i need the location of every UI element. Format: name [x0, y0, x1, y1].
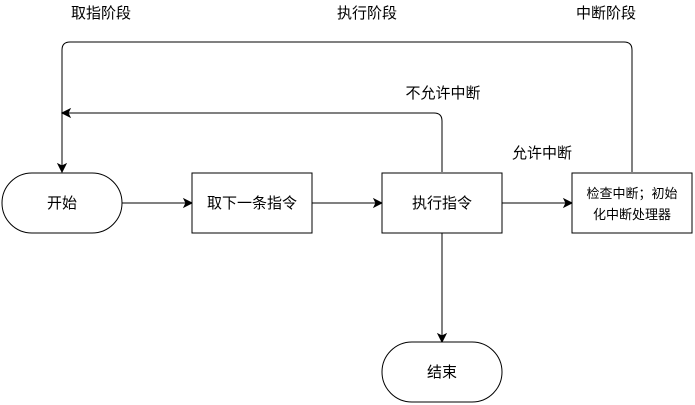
node-fetch-next: 取下一条指令	[191, 172, 313, 234]
arrowhead	[56, 162, 68, 174]
phase-label-execute: 执行阶段	[337, 4, 397, 22]
arrowhead	[60, 107, 72, 119]
node-check-interrupt-label-line2: 化中断处理器	[593, 208, 671, 223]
node-start: 开始	[1, 172, 123, 234]
node-execute-label: 执行指令	[412, 194, 472, 212]
edge-no-interrupt-loop	[68, 112, 443, 172]
node-check-interrupt: 检查中断；初始 化中断处理器	[571, 172, 693, 234]
node-check-interrupt-label-line1: 检查中断；初始	[586, 187, 677, 202]
arrowhead	[182, 197, 194, 209]
arrowhead	[372, 197, 384, 209]
phase-label-fetch: 取指阶段	[71, 4, 131, 22]
node-end-label: 结束	[427, 363, 457, 381]
node-fetch-next-label: 取下一条指令	[207, 194, 297, 212]
arrowhead	[562, 197, 574, 209]
phase-label-interrupt: 中断阶段	[576, 4, 636, 22]
edge-interrupt-loop	[61, 41, 633, 172]
edge-label-no-interrupt: 不允许中断	[405, 84, 480, 102]
node-execute: 执行指令	[381, 172, 503, 234]
edge-label-allow-interrupt: 允许中断	[512, 144, 572, 162]
arrowhead	[436, 332, 448, 344]
node-end: 结束	[381, 341, 503, 403]
node-start-label: 开始	[47, 194, 77, 212]
